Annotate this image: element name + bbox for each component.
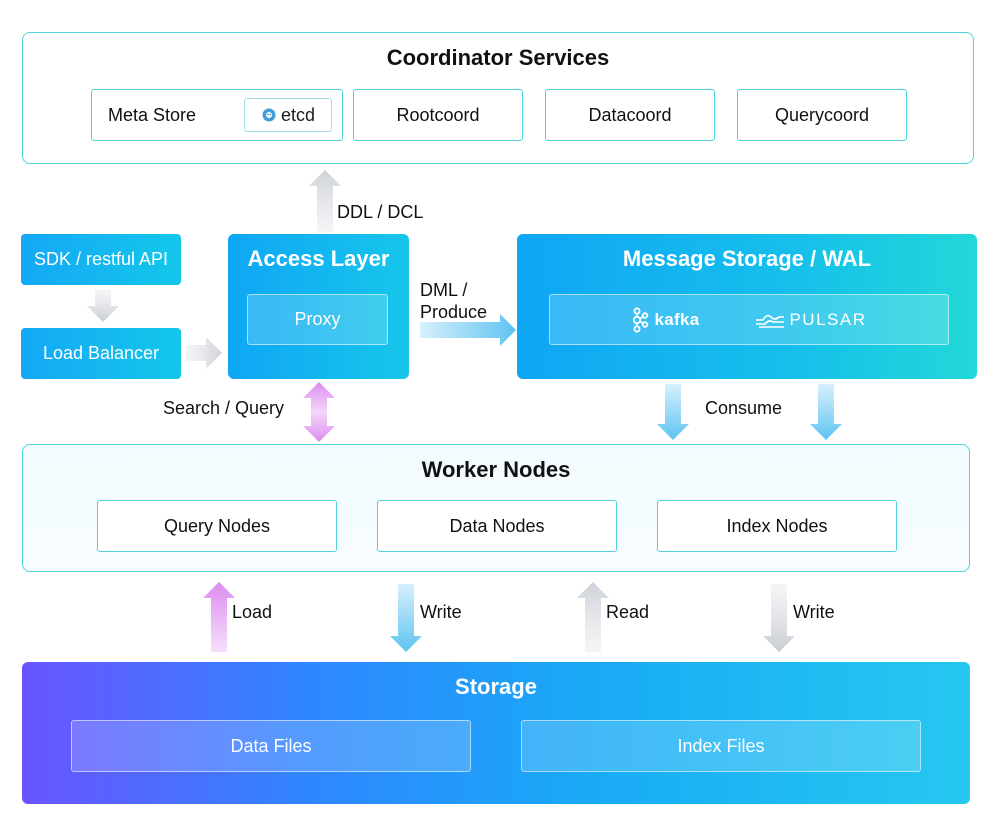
message-storage-title: Message Storage / WAL — [622, 246, 872, 271]
coordinator-services-panel: Coordinator Services Meta Store etcd Roo… — [22, 32, 974, 164]
data-files-box: Data Files — [71, 720, 471, 772]
read-label: Read — [606, 602, 650, 622]
load-arrow — [203, 582, 235, 652]
rootcoord-box: Rootcoord — [353, 89, 523, 141]
ddl-arrow — [309, 170, 341, 232]
coordinator-services-title: Coordinator Services — [386, 45, 610, 70]
dml-produce-label: DML / Produce — [420, 279, 487, 323]
datacoord-box: Datacoord — [545, 89, 715, 141]
search-query-arrow — [303, 382, 335, 442]
dml-label-line2: Produce — [420, 302, 488, 322]
proxy-box: Proxy — [247, 294, 388, 345]
search-query-label: Search / Query — [163, 398, 285, 418]
etcd-logo: etcd — [244, 98, 332, 132]
etcd-icon — [262, 108, 276, 122]
index-nodes-box: Index Nodes — [657, 500, 897, 552]
lb-to-access-arrow — [186, 337, 222, 369]
sdk-restful-api-box: SDK / restful API — [21, 234, 181, 285]
kafka-logo: kafka — [631, 307, 699, 333]
data-nodes-box: Data Nodes — [377, 500, 617, 552]
write-label-index: Write — [793, 602, 835, 622]
consume-arrow-right — [810, 384, 842, 440]
pulsar-icon — [756, 314, 785, 328]
meta-store-box: Meta Store etcd — [91, 89, 343, 141]
access-layer-box: Access Layer Proxy — [228, 234, 409, 379]
querycoord-box: Querycoord — [737, 89, 907, 141]
kafka-label: kafka — [654, 309, 700, 329]
worker-nodes-panel: Worker Nodes Query Nodes Data Nodes Inde… — [22, 444, 970, 572]
worker-nodes-title: Worker Nodes — [421, 457, 571, 482]
write-arrow-data — [390, 584, 422, 652]
read-arrow — [577, 582, 609, 652]
dml-arrow — [420, 314, 516, 346]
pulsar-label: PULSAR — [789, 309, 867, 329]
ddl-dcl-label: DDL / DCL — [337, 202, 424, 222]
query-nodes-box: Query Nodes — [97, 500, 337, 552]
message-storage-box: Message Storage / WAL kafka — [517, 234, 977, 379]
consume-label: Consume — [705, 398, 783, 418]
storage-box: Storage Data Files Index Files — [22, 662, 970, 804]
storage-title: Storage — [455, 674, 537, 699]
dml-label-line1: DML / — [420, 280, 468, 300]
consume-arrow-left — [657, 384, 689, 440]
index-files-box: Index Files — [521, 720, 921, 772]
access-layer-title: Access Layer — [247, 246, 390, 271]
load-balancer-box: Load Balancer — [21, 328, 181, 379]
sdk-to-lb-arrow — [87, 290, 119, 322]
mq-logos-box: kafka PULSAR — [549, 294, 949, 345]
meta-store-label: Meta Store — [108, 104, 197, 125]
load-label: Load — [232, 602, 273, 622]
etcd-label: etcd — [280, 104, 316, 125]
pulsar-logo: PULSAR — [755, 310, 866, 330]
kafka-icon — [633, 307, 649, 332]
write-arrow-index — [763, 584, 795, 652]
write-label-data: Write — [420, 602, 462, 622]
